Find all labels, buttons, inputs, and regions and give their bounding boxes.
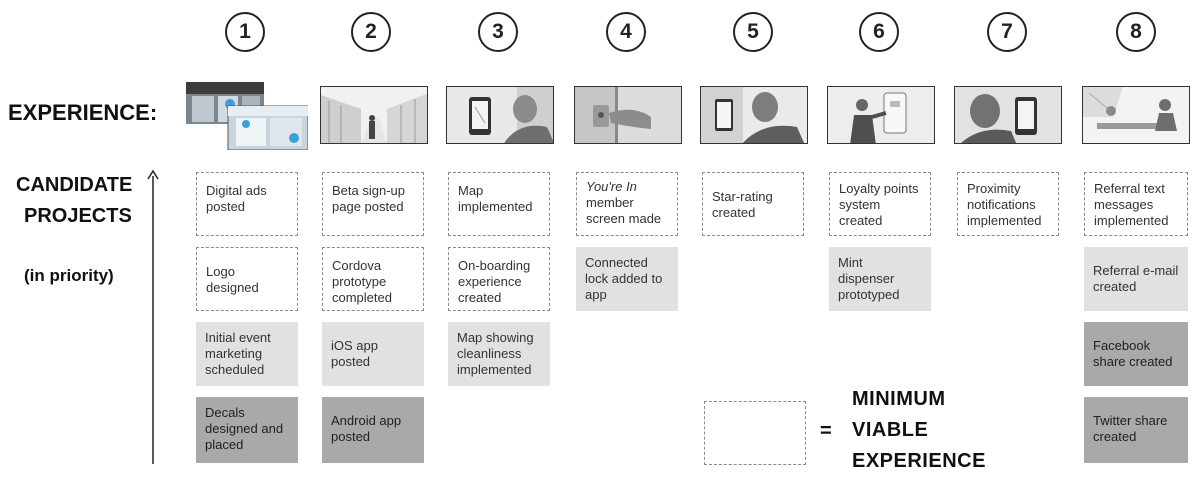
project-card-decals: Decals designed and placed bbox=[196, 397, 298, 463]
storyboard-frame-5 bbox=[700, 86, 808, 144]
storyboard-frame-7 bbox=[954, 86, 1062, 144]
project-card-digital-ads: Digital ads posted bbox=[196, 172, 298, 236]
candidate-projects-label-line2: PROJECTS bbox=[24, 205, 132, 227]
storyboard-frame-4 bbox=[574, 86, 682, 144]
storyboard-frame-6 bbox=[827, 86, 935, 144]
step-number: 1 bbox=[225, 12, 265, 52]
priority-arrow bbox=[147, 170, 159, 464]
project-card-star-rating: Star-rating created bbox=[702, 172, 804, 236]
project-card-twitter-share: Twitter share created bbox=[1084, 397, 1188, 463]
experience-label: EXPERIENCE: bbox=[8, 100, 158, 125]
project-card-referral-text: Referral text messages implemented bbox=[1084, 172, 1188, 236]
project-card-map-cleanliness: Map showing cleanliness implemented bbox=[448, 322, 550, 386]
project-card-map: Map implemented bbox=[448, 172, 550, 236]
step-number: 8 bbox=[1116, 12, 1156, 52]
legend-experience: EXPERIENCE bbox=[852, 450, 986, 472]
project-card-logo: Logo designed bbox=[196, 247, 298, 311]
step-number: 6 bbox=[859, 12, 899, 52]
storyboard-frame-1 bbox=[186, 82, 309, 151]
legend-swatch bbox=[704, 401, 806, 465]
project-card-ios-app: iOS app posted bbox=[322, 322, 424, 386]
project-card-android-app: Android app posted bbox=[322, 397, 424, 463]
legend-equals: = bbox=[820, 420, 833, 442]
legend-viable: VIABLE bbox=[852, 419, 929, 441]
step-number: 5 bbox=[733, 12, 773, 52]
step-number: 7 bbox=[987, 12, 1027, 52]
project-card-loyalty-points: Loyalty points system created bbox=[829, 172, 931, 236]
step-number: 3 bbox=[478, 12, 518, 52]
step-number: 4 bbox=[606, 12, 646, 52]
project-card-cordova-prototype: Cordova prototype completed bbox=[322, 247, 424, 311]
youre-in-italic: You're In bbox=[586, 179, 637, 194]
legend-minimum: MINIMUM bbox=[852, 388, 946, 410]
project-card-referral-email: Referral e-mail created bbox=[1084, 247, 1188, 311]
project-card-mint-dispenser: Mint dispenser prototyped bbox=[829, 247, 931, 311]
storyboard-frame-2 bbox=[320, 86, 428, 144]
project-card-beta-signup: Beta sign-up page posted bbox=[322, 172, 424, 236]
project-card-connected-lock: Connected lock added to app bbox=[576, 247, 678, 311]
candidate-projects-label-line1: CANDIDATE bbox=[16, 174, 133, 196]
priority-label: (in priority) bbox=[24, 266, 114, 285]
storyboard-frame-3 bbox=[446, 86, 554, 144]
project-card-onboarding: On-boarding experience created bbox=[448, 247, 550, 311]
project-card-proximity-notifications: Proximity notifications implemented bbox=[957, 172, 1059, 236]
step-number: 2 bbox=[351, 12, 391, 52]
storyboard-frame-8 bbox=[1082, 86, 1190, 144]
project-card-initial-event-marketing: Initial event marketing scheduled bbox=[196, 322, 298, 386]
project-card-facebook-share: Facebook share created bbox=[1084, 322, 1188, 386]
